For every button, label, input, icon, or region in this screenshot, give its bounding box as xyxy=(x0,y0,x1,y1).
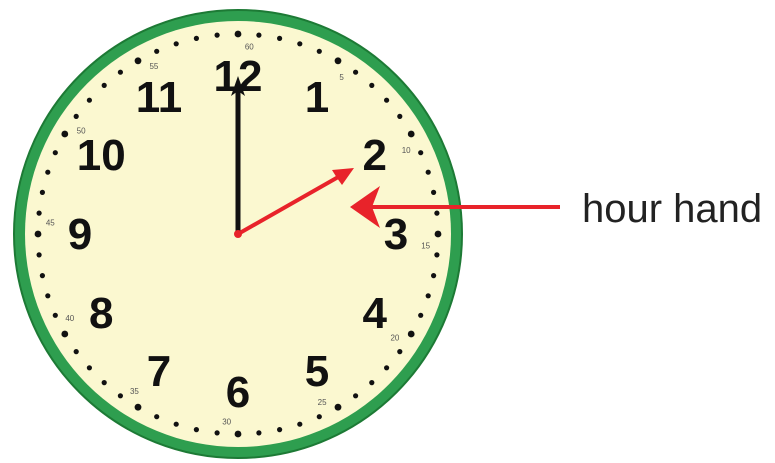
minute-number: 10 xyxy=(402,146,411,155)
minute-tick-dot xyxy=(384,365,390,371)
hour-number: 4 xyxy=(363,289,388,338)
hour-number: 8 xyxy=(89,289,113,338)
minute-tick-dot xyxy=(277,427,283,433)
hour-numbers: 121234567891011 xyxy=(68,52,408,417)
hour-number: 10 xyxy=(77,131,126,180)
minute-tick-dot xyxy=(193,427,199,433)
minute-tick-dot xyxy=(369,380,375,386)
minute-tick-dot xyxy=(397,349,403,355)
hour-hand xyxy=(236,174,342,236)
minute-tick-dot xyxy=(316,48,322,54)
minute-number: 20 xyxy=(390,334,399,343)
minute-number: 25 xyxy=(318,398,327,407)
minute-tick-dot xyxy=(101,380,107,386)
minute-tick-dot xyxy=(154,414,160,420)
minute-tick-dot xyxy=(214,430,220,436)
center-pin xyxy=(234,230,242,238)
minute-tick-dot xyxy=(101,82,107,88)
minute-tick-dot xyxy=(431,189,437,195)
hour-number: 2 xyxy=(363,131,387,180)
minute-tick-dot xyxy=(353,393,359,399)
minute-tick-dot xyxy=(45,169,51,175)
minute-tick-dot xyxy=(434,230,442,238)
minute-tick-dot xyxy=(36,210,42,216)
hour-hand-tip xyxy=(332,168,354,185)
minute-tick-dot xyxy=(73,349,79,355)
minute-tick-dot xyxy=(277,35,283,42)
minute-tick-dot xyxy=(193,35,199,42)
minute-tick-dot xyxy=(384,97,390,103)
minute-tick-dot xyxy=(434,252,440,258)
hour-number: 3 xyxy=(384,210,408,259)
minute-tick-dot xyxy=(61,130,69,138)
hour-number: 1 xyxy=(305,73,329,122)
minute-tick-dot xyxy=(425,169,431,175)
minute-tick-dot xyxy=(117,393,123,399)
minute-number: 30 xyxy=(222,418,231,427)
minute-tick-dot xyxy=(425,293,431,299)
minute-tick-dot xyxy=(39,273,46,279)
minute-number: 55 xyxy=(149,62,158,71)
minute-number: 35 xyxy=(130,387,139,396)
minute-tick-dot xyxy=(434,210,440,216)
minute-tick-dot xyxy=(397,113,403,119)
hour-number: 9 xyxy=(68,210,92,259)
minute-tick-dot xyxy=(154,48,160,54)
minute-tick-dot xyxy=(418,312,424,318)
minute-tick-dot xyxy=(173,41,179,47)
minute-tick-dot xyxy=(34,230,42,238)
minute-tick-dot xyxy=(334,57,342,65)
minute-tick-dot xyxy=(407,130,415,138)
minute-tick-dot xyxy=(297,421,303,427)
minute-tick-dot xyxy=(214,32,220,38)
minute-tick-dot xyxy=(134,57,142,65)
minute-tick-dot xyxy=(134,403,142,411)
minute-hand-tip xyxy=(231,76,245,96)
hour-number: 11 xyxy=(136,73,183,122)
minute-number: 50 xyxy=(77,126,86,135)
minute-tick-dot xyxy=(256,430,262,436)
callout-label: hour hand xyxy=(582,187,762,231)
minute-number: 15 xyxy=(421,241,430,250)
minute-tick-dot xyxy=(369,82,375,88)
minute-tick-dot xyxy=(173,421,179,427)
minute-tick-dot xyxy=(86,97,92,103)
callout-arrowhead xyxy=(350,186,380,228)
minute-number: 40 xyxy=(65,314,74,323)
minute-tick-dot xyxy=(334,403,342,411)
minute-tick-dot xyxy=(36,252,42,258)
minute-ticks xyxy=(34,30,442,438)
minute-tick-dot xyxy=(256,32,262,38)
minute-tick-dot xyxy=(316,414,322,420)
minute-tick-dot xyxy=(234,430,242,438)
minute-tick-dot xyxy=(52,312,58,318)
minute-number: 5 xyxy=(339,73,344,82)
hour-number: 5 xyxy=(305,347,329,396)
minute-tick-dot xyxy=(86,365,92,371)
minute-tick-dot xyxy=(431,273,437,279)
minute-tick-dot xyxy=(73,113,79,119)
minute-tick-dot xyxy=(297,41,303,47)
minute-tick-dot xyxy=(52,150,58,156)
hour-number: 7 xyxy=(147,347,171,396)
minute-number: 45 xyxy=(46,219,55,228)
minute-tick-dot xyxy=(45,293,51,299)
minute-tick-dot xyxy=(418,150,424,156)
minute-tick-dot xyxy=(39,189,46,195)
minute-number: 60 xyxy=(245,42,254,51)
minute-tick-dot xyxy=(407,330,415,338)
minute-tick-dot xyxy=(117,69,123,75)
minute-tick-dot xyxy=(61,330,69,338)
minute-tick-dot xyxy=(234,30,242,38)
hour-number: 6 xyxy=(226,368,250,417)
minute-tick-dot xyxy=(353,69,359,75)
